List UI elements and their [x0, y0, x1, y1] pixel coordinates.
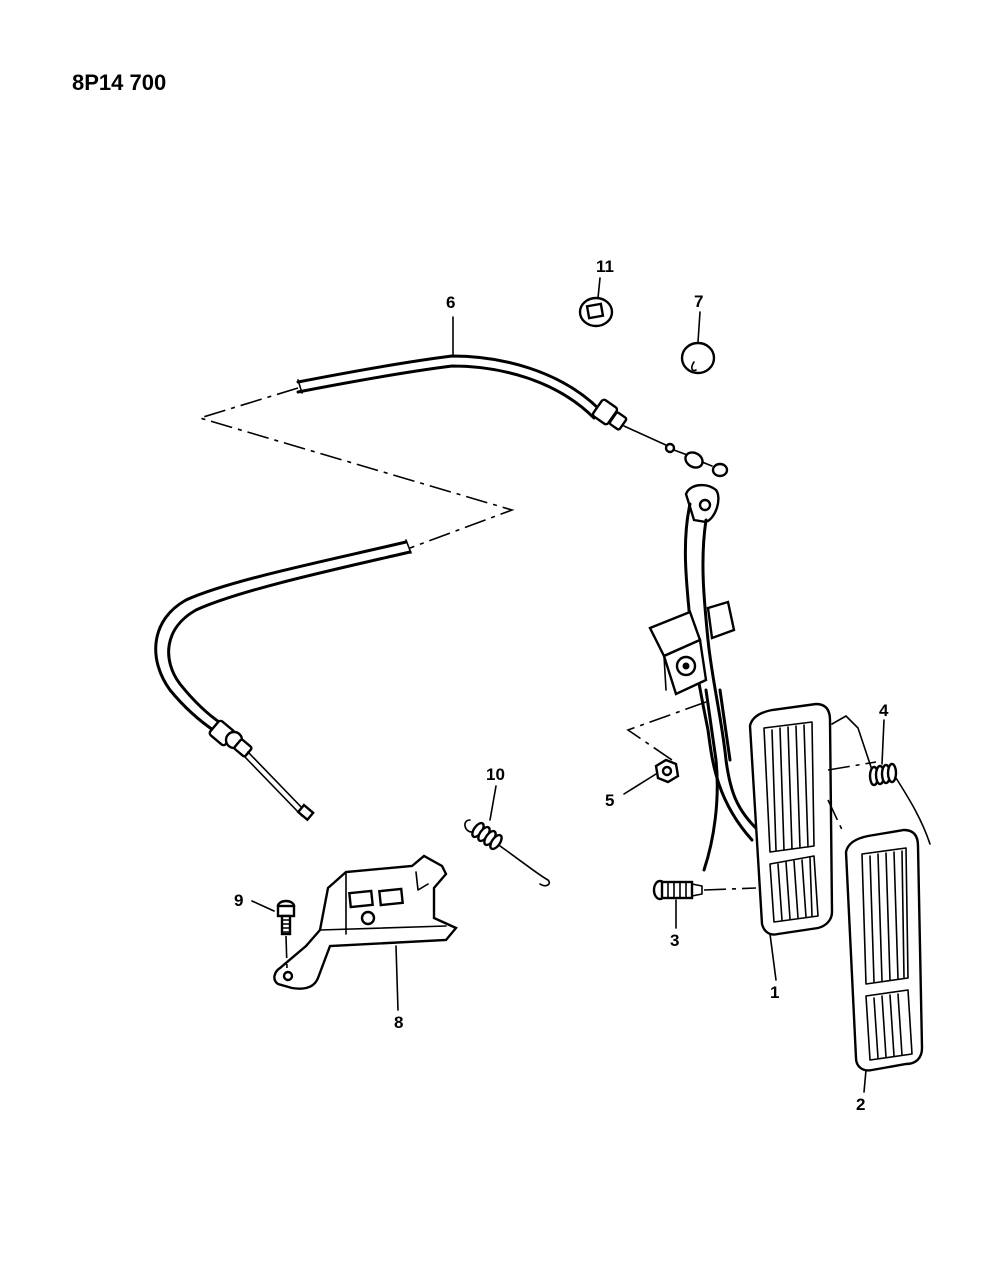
callout-5: 5 [605, 791, 614, 810]
spring-leader [827, 761, 877, 771]
callout-8: 8 [394, 1013, 403, 1032]
plug-part [680, 341, 716, 375]
callout-11: 11 [596, 257, 614, 276]
bolt-part [276, 899, 296, 969]
mounting-bracket [273, 854, 458, 990]
callout-labels: 6 11 7 4 5 10 3 1 2 8 9 [234, 257, 889, 1114]
pedal-pad-1 [748, 702, 834, 936]
pivot-pin [652, 879, 757, 901]
callout-2: 2 [856, 1095, 865, 1114]
pedal-pad-2 [844, 828, 924, 1072]
torsion-spring [831, 715, 931, 845]
callout-1: 1 [770, 983, 779, 1002]
callout-6: 6 [446, 293, 455, 312]
callout-4: 4 [879, 701, 889, 720]
pedal-arm [648, 483, 762, 872]
nut-part [654, 758, 680, 784]
leader-lines [251, 277, 885, 1093]
pad-1-ridges [771, 724, 813, 921]
cable-break-leader [197, 387, 515, 549]
callout-9: 9 [234, 891, 243, 910]
pad-2-leader [827, 799, 845, 835]
pad-2-ridges [869, 850, 905, 1059]
extension-spring [464, 819, 551, 887]
nut-leader [626, 701, 707, 761]
callout-3: 3 [670, 931, 679, 950]
callout-7: 7 [694, 292, 703, 311]
diagram-code: 8P14 700 [72, 70, 166, 95]
throttle-cable [154, 354, 729, 822]
callout-10: 10 [486, 765, 505, 784]
grommet-part [578, 296, 614, 328]
